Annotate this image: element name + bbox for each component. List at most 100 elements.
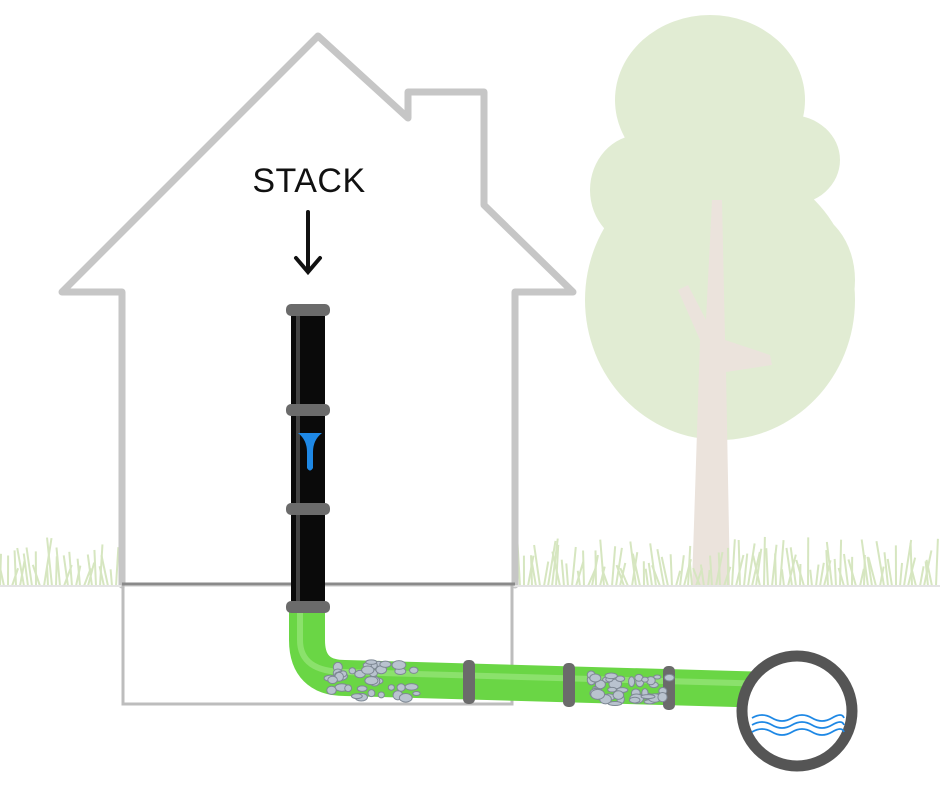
grass-blade [833,558,837,587]
grass-blade [669,554,673,587]
grass-blade [875,541,885,587]
grass-blade [779,540,785,587]
grass-blade [925,559,933,587]
grass-blade [631,553,641,587]
grass-blade [709,555,713,587]
grass-blade [76,558,81,587]
stack-label: STACK [252,162,366,200]
grass-blade [866,556,873,587]
grass-blade [651,564,661,587]
grass-blade [743,553,749,587]
grass-blade [0,566,5,587]
gravel-stone [657,691,668,703]
house-outline [58,32,577,589]
grass-blade [98,566,105,587]
gravel-stone [589,673,602,683]
grass-blade [910,567,917,587]
grass-blade [819,562,825,587]
sewer-main [736,650,858,772]
gravel-stone [387,684,395,691]
grass-blade [55,556,58,587]
grass-blade [899,562,904,587]
gravel-stone [590,688,606,700]
gravel [323,659,675,707]
gravel-stone [351,693,363,700]
grass-blade [771,544,778,587]
grass-blade [780,569,785,587]
grass-blade [847,559,857,587]
grass-blade [599,539,605,587]
gravel-stone [344,684,353,693]
grass-blade [886,558,893,587]
grass-blade [115,547,120,587]
gravel-stone [412,690,421,696]
grass-blade [707,569,711,587]
gravel-stone [377,691,385,699]
grass-blade [31,564,41,587]
grass-blade [825,541,833,587]
gravel-stone [367,689,376,698]
grass-blade [660,556,669,587]
grass-blade [763,536,766,587]
gravel-stone [409,666,419,674]
grass-blade [530,561,537,587]
grass-blade [883,552,889,587]
gravel-stone [326,685,337,695]
gravel-stone [628,696,641,704]
stack-pipe [291,310,325,608]
grass-blade [731,539,736,587]
gravel-stone [327,675,338,685]
grass-blade [93,549,97,587]
gravel-stone [398,693,413,703]
grass-blade [109,569,113,587]
grass-blade [809,569,813,587]
gravel-stone [404,683,419,691]
grass-blade [843,553,849,587]
grass-blade [25,547,33,587]
grass-blade [649,543,657,587]
grass-blade [43,537,53,587]
grass-blade [62,555,69,587]
gravel-stone [391,660,407,670]
grass-blade [615,547,623,587]
grass-blade [560,559,565,587]
gravel-stone [348,667,357,675]
grass-blade [576,570,581,587]
gravel-stone [379,660,392,668]
grass-blade [22,553,29,587]
grass-blade [46,537,53,587]
gravel-stone [640,694,656,700]
grass-blade [789,547,797,587]
water-drop-icon [298,433,322,471]
grass-blade [692,567,701,587]
grass-blade [815,564,820,587]
grass-blade [533,544,541,587]
grass-blade [755,548,763,587]
grass-blade [582,550,585,587]
grass-blade [99,544,104,587]
grass-blade [787,554,797,587]
grass-blade [543,561,550,587]
grass-blade [699,564,705,587]
gravel-stone [641,676,649,683]
gravel-stone [361,665,375,675]
grass-blade [565,563,569,587]
grass-blade [530,555,533,587]
grass-blade [919,566,925,587]
gravel-stone [364,676,379,686]
grass-blade [679,555,685,587]
grass-blade [601,569,609,587]
grass-blade [619,567,629,587]
grass-blade [647,562,653,587]
grass [0,536,939,587]
grass-blade [795,559,805,587]
grass-blade [629,541,637,587]
grass-blade [675,570,682,587]
gravel-stone [628,676,636,688]
grass-blade [935,538,939,587]
grass-blade [551,551,561,587]
grass-blade [924,561,929,587]
grass-blade [765,548,769,587]
